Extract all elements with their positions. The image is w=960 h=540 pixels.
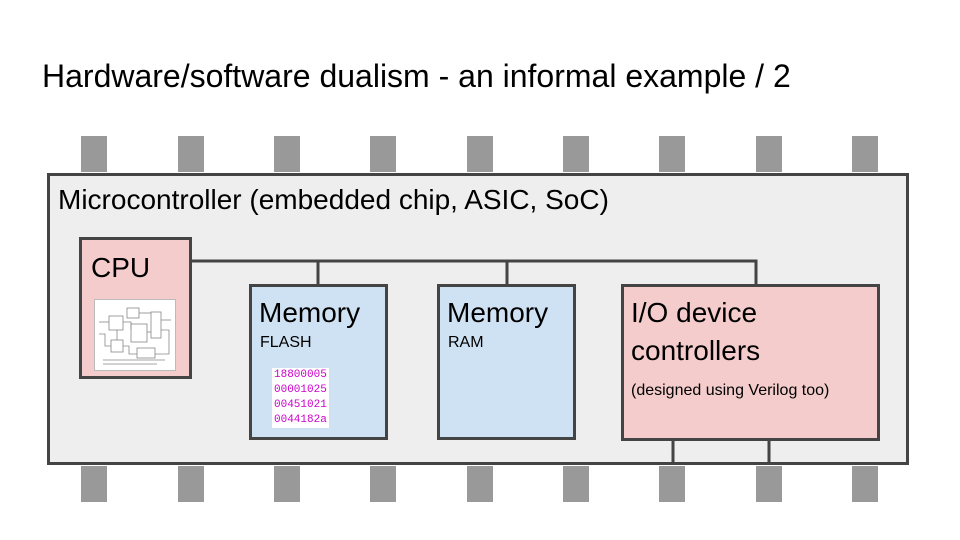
chip-pin <box>467 466 493 502</box>
io-controllers-title-line1: I/O device <box>631 297 758 328</box>
ram-memory-subtitle: RAM <box>448 334 484 351</box>
flash-memory-subtitle: FLASH <box>260 334 312 351</box>
chip-pin <box>274 466 300 502</box>
hex-line: 0044182a <box>274 414 327 426</box>
chip-pin <box>81 466 107 502</box>
hex-line: 00001025 <box>274 384 327 396</box>
chip-pin <box>659 466 685 502</box>
cpu-label: CPU <box>91 252 151 283</box>
io-controllers-box <box>621 284 880 441</box>
main-bus-line <box>189 259 758 285</box>
io-controllers-note: (designed using Verilog too) <box>631 382 830 399</box>
chip-pin <box>467 136 493 172</box>
hex-line: 18800005 <box>274 369 327 381</box>
flash-memory-title: Memory <box>259 297 361 328</box>
chip-pin <box>178 136 204 172</box>
chip-pin <box>563 136 589 172</box>
slide-title: Hardware/software dualism - an informal … <box>42 58 791 94</box>
chip-pin <box>756 136 782 172</box>
chip-pin <box>756 466 782 502</box>
hex-line: 00451021 <box>274 399 327 411</box>
chip-pin <box>852 466 878 502</box>
io-controllers-title-line2: controllers <box>631 335 761 366</box>
ram-memory-box <box>437 284 576 440</box>
chip-label: Microcontroller (embedded chip, ASIC, So… <box>58 184 609 215</box>
chip-pin <box>81 136 107 172</box>
chip-pin <box>852 136 878 172</box>
chip-pin <box>178 466 204 502</box>
cpu-schematic-thumbnail <box>94 299 176 371</box>
chip-pin <box>274 136 300 172</box>
chip-pin <box>370 466 396 502</box>
ram-memory-title: Memory <box>447 297 549 328</box>
chip-pin <box>370 136 396 172</box>
cpu-schematic-icon <box>99 307 171 365</box>
chip-pin <box>563 466 589 502</box>
chip-pin <box>659 136 685 172</box>
flash-hex-dump: 18800005 00001025 00451021 0044182a <box>272 368 329 428</box>
